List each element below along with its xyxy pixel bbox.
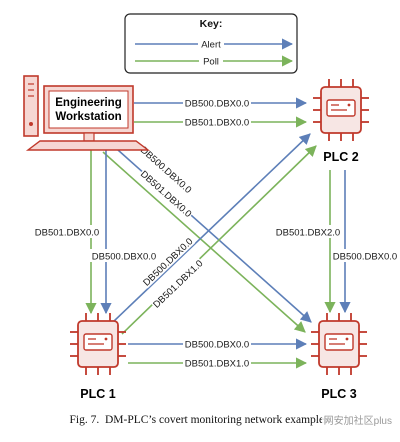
- diagram-canvas: Key: Alert Poll DB500.DBX0.0 DB501.DBX0.…: [23, 13, 399, 401]
- caption-title: DM-PLC’s covert monitoring network examp…: [104, 414, 325, 426]
- label-plc1-plc3-poll: DB501.DBX1.0: [185, 359, 249, 370]
- legend-poll-label: Poll: [203, 57, 219, 68]
- label-ws-plc2-alert: DB500.DBX0.0: [185, 99, 249, 110]
- legend-alert-label: Alert: [201, 40, 221, 51]
- chip-icon: [313, 79, 369, 141]
- label-ws-plc2-poll: DB501.DBX0.0: [185, 118, 249, 129]
- chip-icon: [70, 313, 126, 375]
- engineering-workstation: Engineering Workstation: [23, 75, 151, 151]
- label-ws-plc1-alert: DB500.DBX0.0: [92, 252, 156, 263]
- edge-ws-plc3-poll: [102, 151, 306, 333]
- legend: Key: Alert Poll: [124, 13, 298, 74]
- plc2-label: PLC 2: [323, 150, 358, 164]
- computer-icon: [23, 75, 151, 151]
- watermark: 网安加社区plus: [321, 411, 394, 428]
- caption-fig-number: Fig. 7.: [69, 414, 100, 426]
- edge-plc1-plc2-alert: [112, 133, 311, 323]
- workstation-label-line1: Engineering: [55, 97, 121, 109]
- workstation-label-line2: Workstation: [55, 111, 121, 123]
- edge-labels: DB500.DBX0.0 DB501.DBX0.0 DB500.DBX0.0 D…: [34, 96, 399, 370]
- plc2-node: PLC 2: [313, 79, 369, 164]
- plc1-label: PLC 1: [80, 387, 115, 401]
- legend-title: Key:: [200, 18, 223, 30]
- plc1-node: PLC 1: [70, 313, 126, 401]
- plc3-label: PLC 3: [321, 387, 356, 401]
- chip-icon: [311, 313, 367, 375]
- plc3-node: PLC 3: [311, 313, 367, 401]
- label-plc2-plc3-poll: DB501.DBX2.0: [276, 228, 340, 239]
- label-plc2-plc3-alert: DB500.DBX0.0: [333, 252, 397, 263]
- label-ws-plc1-poll: DB501.DBX0.0: [35, 228, 99, 239]
- label-plc1-plc3-alert: DB500.DBX0.0: [185, 340, 249, 351]
